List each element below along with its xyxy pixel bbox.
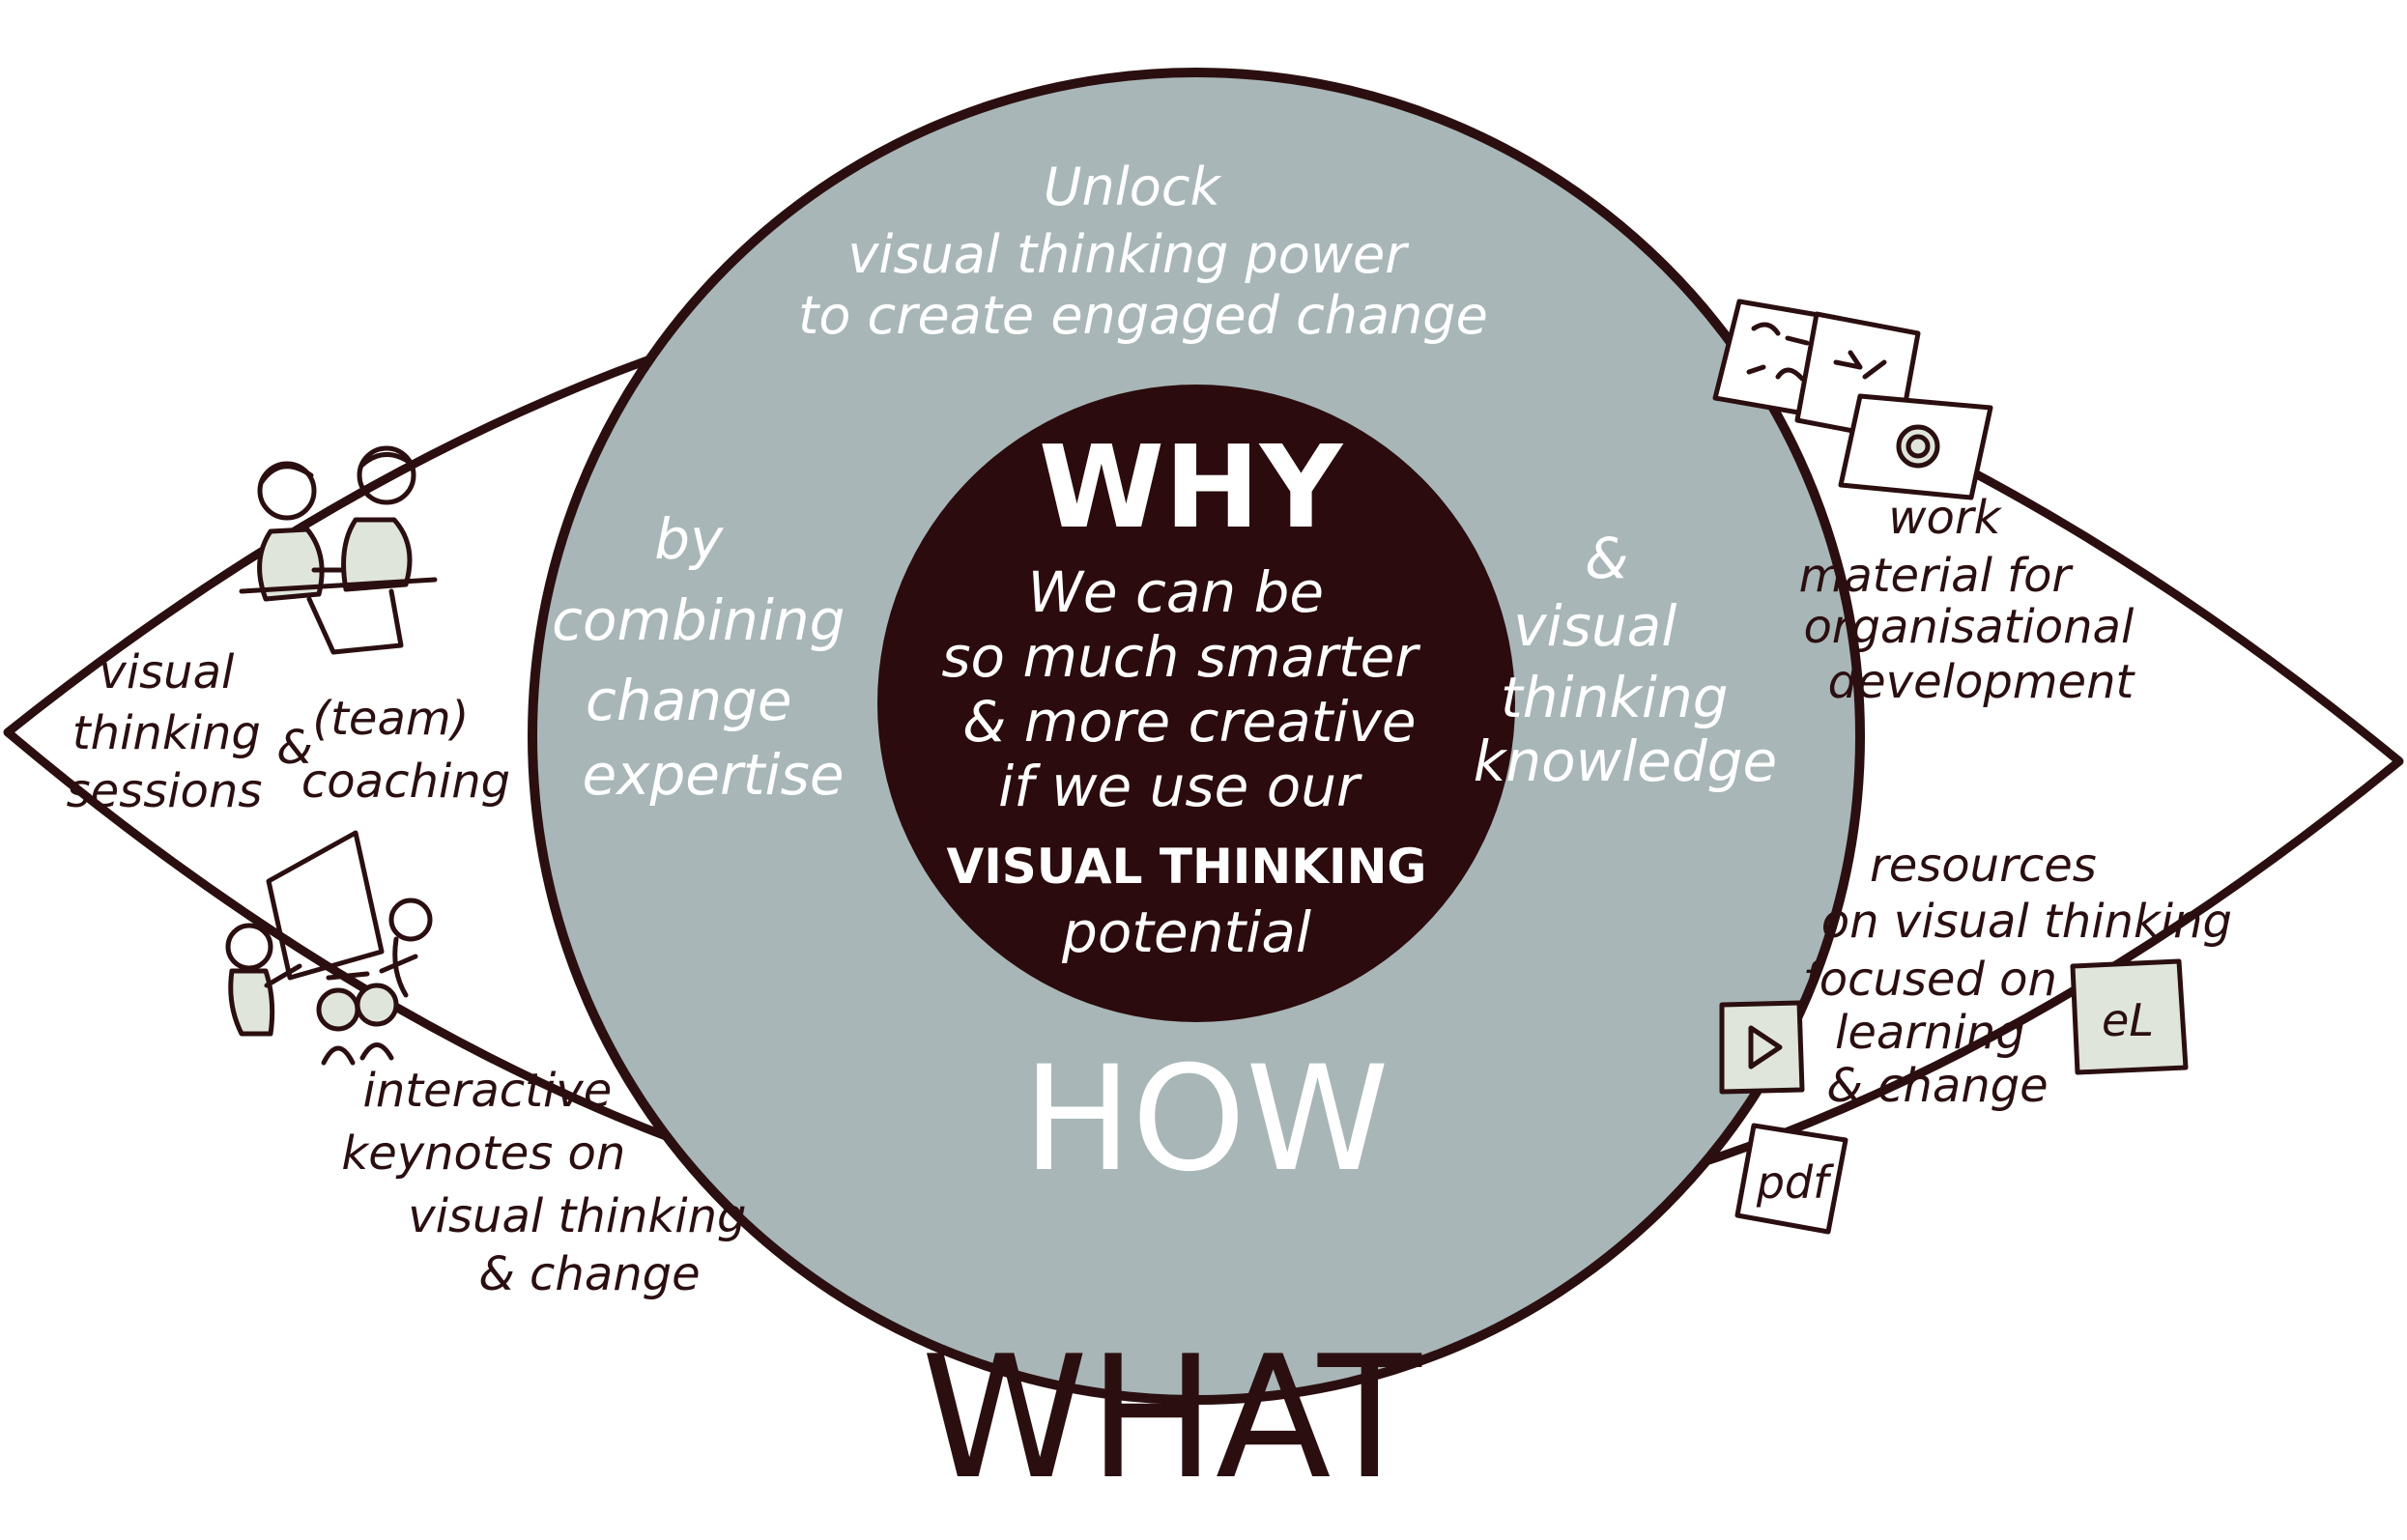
sessions-line-3: sessions	[67, 764, 263, 818]
sessions-line-1: visual	[99, 645, 235, 699]
how-left-text: by combining change expertise	[552, 506, 863, 808]
resources-line-2: on visual thinking	[1821, 895, 2232, 949]
how-right-text: & visual thinking knowledge	[1474, 526, 1777, 794]
pdf-icon-label: pdf	[1756, 1156, 1834, 1209]
work-material-label: work material for organisational develop…	[1799, 491, 2149, 709]
why-line-2: so much smarter	[941, 624, 1420, 690]
pdf-document-icon	[1734, 1123, 1848, 1235]
work-material-line-2: material for	[1799, 549, 2075, 603]
keynotes-line-2: keynotes on	[341, 1126, 625, 1181]
resources-line-3: focused on	[1803, 953, 2057, 1007]
resources-line-4: learning	[1835, 1006, 2025, 1060]
why-line-3: & more creative	[962, 689, 1416, 755]
why-line-1: We can be	[1027, 559, 1324, 625]
work-material-line-1: work	[1888, 491, 2002, 545]
how-top-text: Unlock visual thinking power to create e…	[798, 157, 1488, 346]
why-core	[877, 385, 1515, 1022]
why-title: WHY	[1039, 420, 1344, 554]
resources-label: resources on visual thinking focused on …	[1803, 839, 2247, 1113]
how-left-line-1: by	[654, 506, 724, 572]
work-material-line-3: organisational	[1803, 600, 2135, 654]
keynotes-line-4: & change	[478, 1247, 700, 1301]
how-right-line-1: &	[1585, 526, 1628, 591]
how-right-line-4: knowledge	[1474, 728, 1777, 794]
how-top-line-1: Unlock	[1044, 157, 1222, 217]
why-line-6: potential	[1061, 899, 1311, 965]
why-line-5: VISUAL THINKING	[947, 839, 1427, 895]
sessions-label: visual thinking sessions	[67, 645, 275, 818]
how-left-line-2: combining	[552, 587, 845, 653]
coaching-line-1: (team)	[312, 692, 469, 746]
keynotes-line-1: interactive	[362, 1064, 612, 1118]
work-material-line-4: development	[1828, 655, 2136, 709]
why-statement: We can be so much smarter & more creativ…	[941, 559, 1435, 819]
how-right-line-3: thinking	[1501, 665, 1729, 730]
method-cards-icon	[1712, 299, 1993, 500]
elearning-icon-label: eL	[2102, 994, 2154, 1046]
sessions-coaching-ampersand: &	[276, 721, 312, 775]
keynotes-line-3: visual thinking	[408, 1189, 746, 1243]
video-play-icon	[1719, 1000, 1805, 1095]
how-left-line-4: expertise	[582, 742, 844, 808]
sessions-line-2: thinking	[72, 706, 261, 760]
resources-line-5: & change	[1826, 1059, 2048, 1113]
coaching-label: (team) coaching	[301, 692, 510, 809]
what-title: WHAT	[921, 1321, 1422, 1517]
presenter-audience-icon	[225, 830, 433, 1066]
how-top-line-3: to create engaged change	[798, 285, 1488, 346]
coaching-line-2: coaching	[301, 755, 510, 809]
resources-line-1: resources	[1870, 839, 2097, 893]
keynotes-label: interactive keynotes on visual thinking …	[341, 1064, 760, 1301]
how-left-line-3: change	[586, 668, 791, 733]
two-people-coaching-icon	[239, 445, 438, 655]
how-title: HOW	[1022, 1036, 1389, 1204]
how-top-line-2: visual thinking power	[847, 224, 1409, 285]
why-line-4: if we use our	[998, 754, 1362, 819]
how-right-line-2: visual	[1513, 593, 1676, 659]
elearning-icon	[2070, 958, 2189, 1075]
